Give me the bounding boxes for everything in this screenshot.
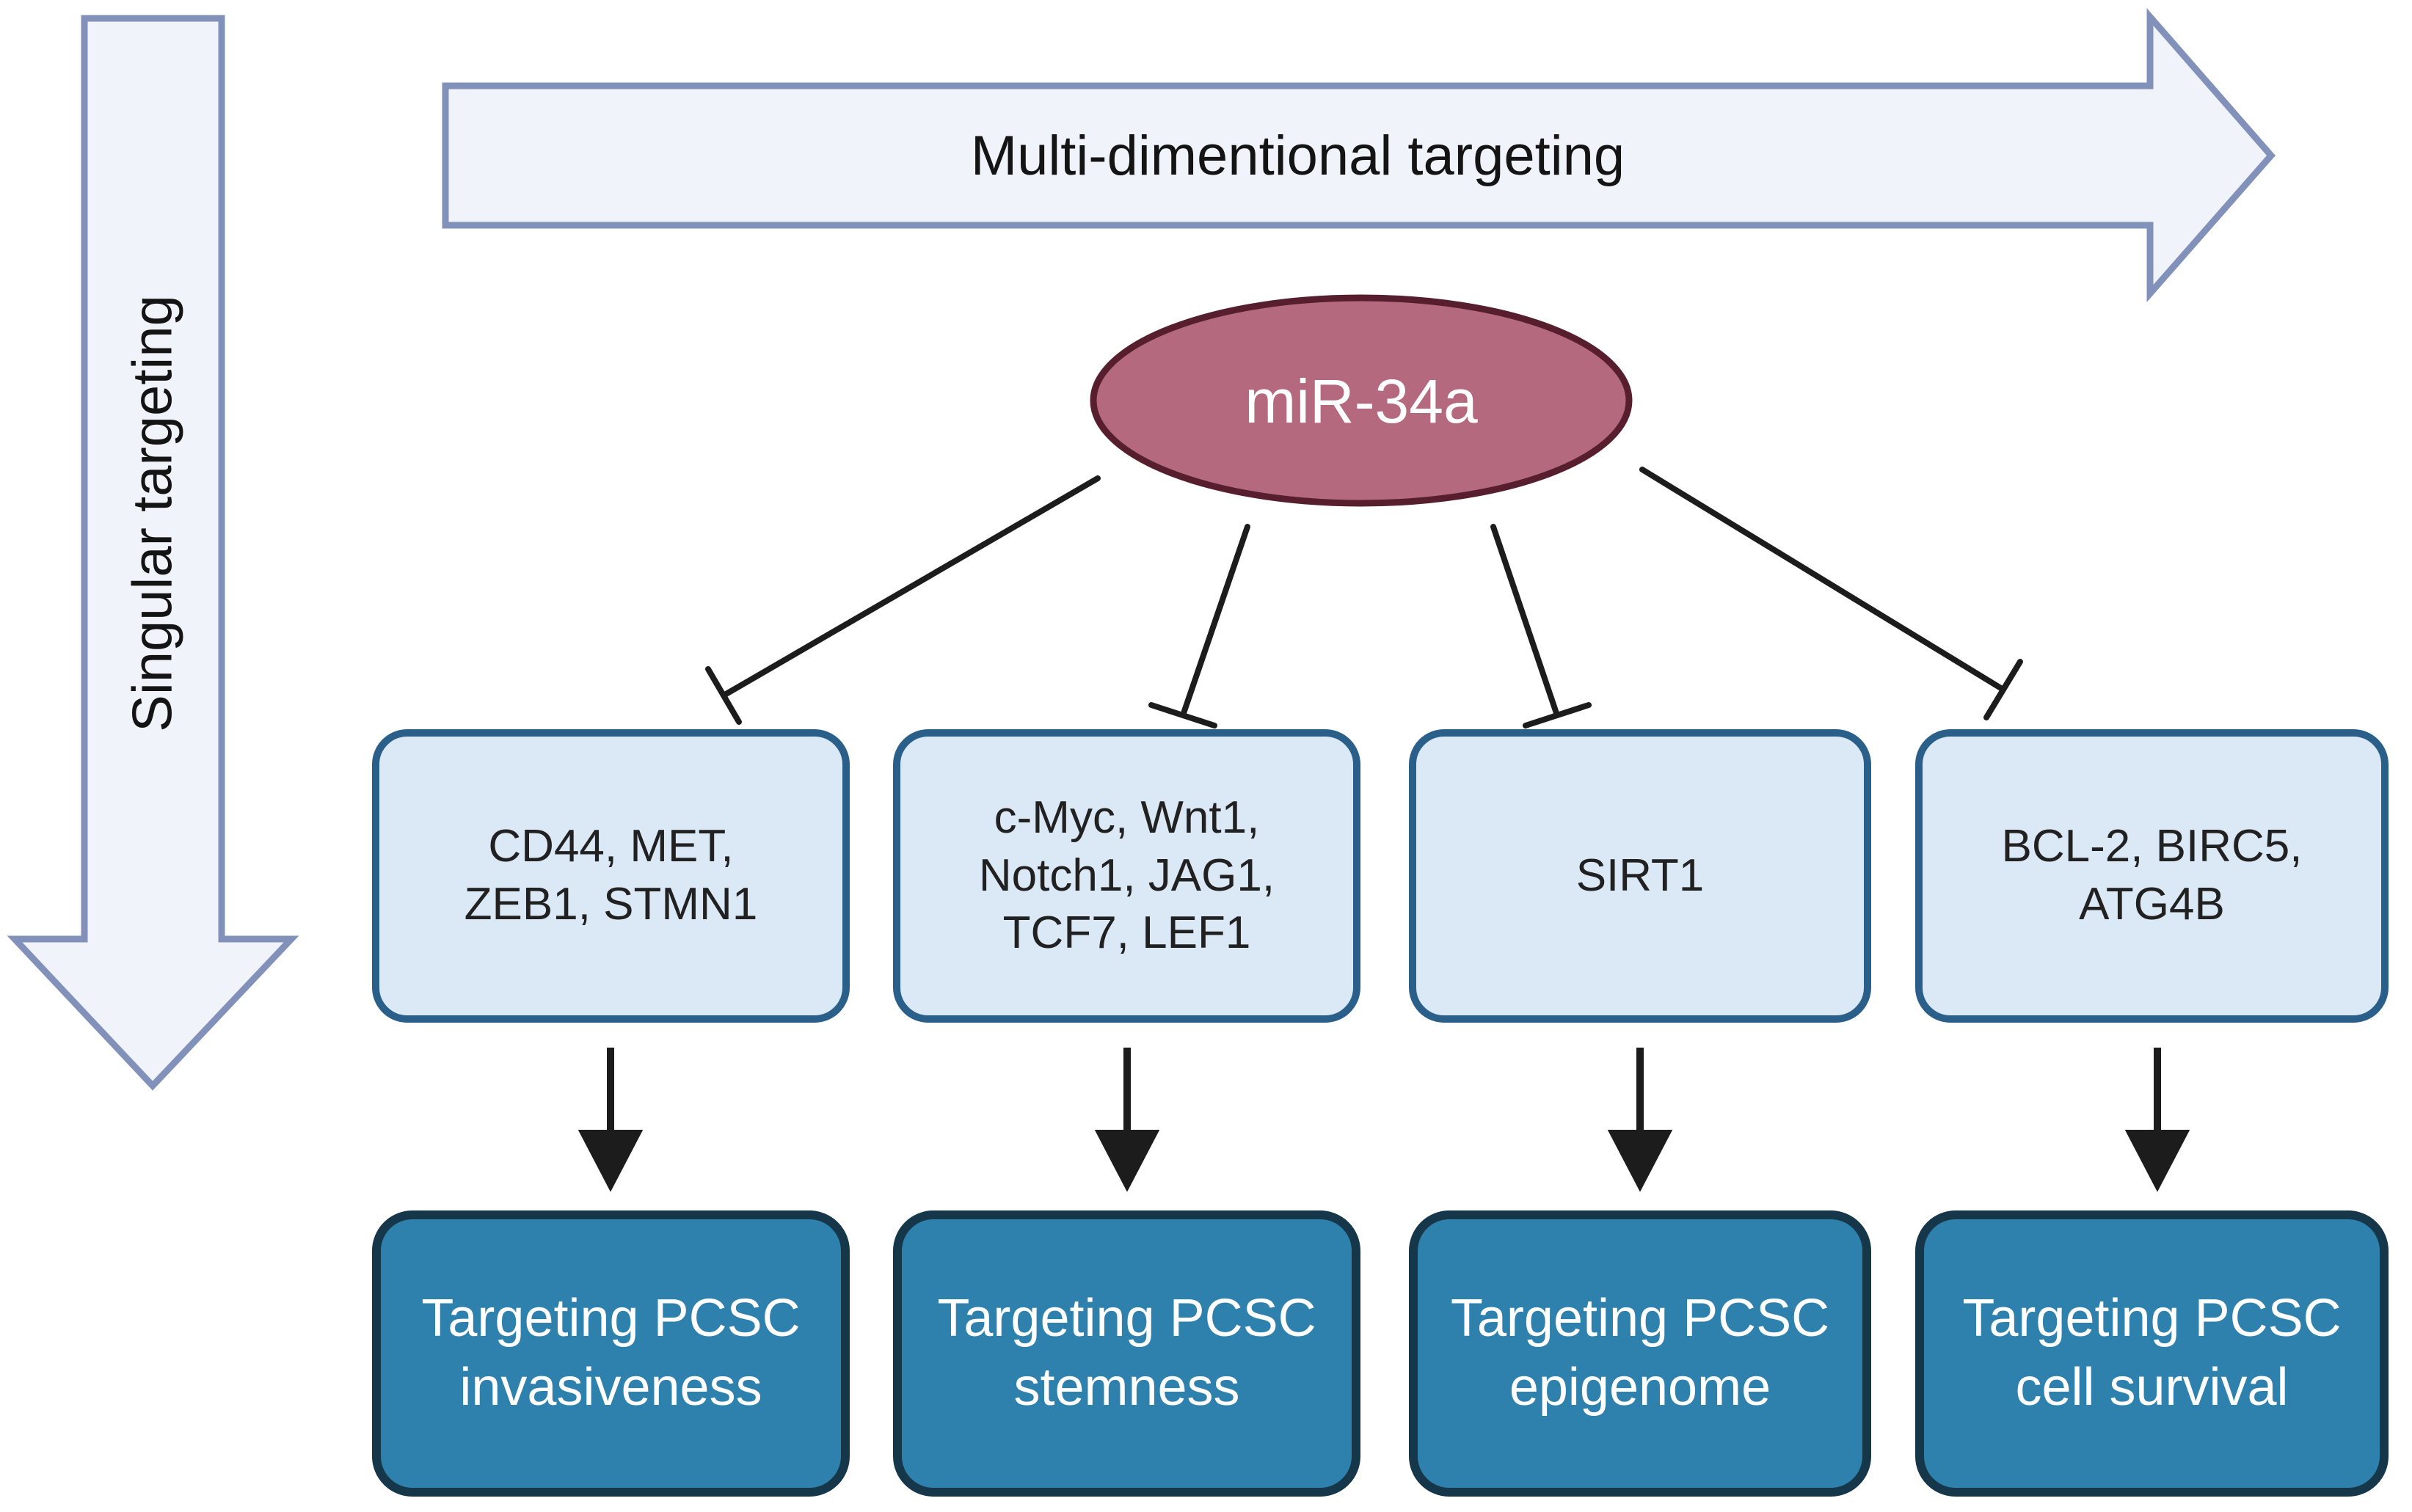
- down-arrows: [578, 1048, 2190, 1192]
- hub-ellipse: [1090, 294, 1633, 507]
- singular-targeting-label: Singular targeting: [121, 295, 184, 732]
- outcome-box-stemness: Targeting PCSC stemness: [893, 1210, 1360, 1497]
- multi-dimensional-arrow-shape: [442, 8, 2276, 302]
- down-arrow-head-2: [1094, 1130, 1160, 1192]
- down-arrow-head-3: [1607, 1130, 1673, 1192]
- inhibition-bar-2: [1148, 702, 1217, 728]
- outcome-box-cell-survival: Targeting PCSC cell survival: [1915, 1210, 2389, 1497]
- outcome-box-invasiveness: Targeting PCSC invasiveness: [372, 1210, 850, 1497]
- multi-dimensional-targeting-label: Multi-dimentional targeting: [970, 124, 1625, 187]
- down-arrow-head-1: [578, 1130, 644, 1192]
- inhibition-bar-4: [1983, 659, 2023, 720]
- inhibition-line-1: [721, 475, 1101, 698]
- singular-arrow-shape: [7, 15, 299, 1091]
- target-box-stemness-genes: c-Myc, Wnt1, Notch1, JAG1, TCF7, LEF1: [893, 729, 1360, 1023]
- mir-34a-hub-label: miR-34a: [1245, 366, 1478, 436]
- inhibition-line-4: [1639, 467, 2006, 693]
- inhibition-line-3: [1490, 524, 1560, 718]
- outcome-box-epigenome: Targeting PCSC epigenome: [1409, 1210, 1871, 1497]
- inhibition-bar-1: [705, 666, 742, 725]
- target-box-epigenome-genes: SIRT1: [1409, 729, 1871, 1023]
- down-arrow-head-4: [2124, 1130, 2190, 1192]
- target-box-survival-genes: BCL-2, BIRC5, ATG4B: [1915, 729, 2389, 1023]
- inhibition-lines: [705, 467, 2023, 728]
- inhibition-line-2: [1180, 524, 1250, 718]
- target-box-invasiveness-genes: CD44, MET, ZEB1, STMN1: [372, 729, 850, 1023]
- inhibition-bar-3: [1523, 702, 1592, 728]
